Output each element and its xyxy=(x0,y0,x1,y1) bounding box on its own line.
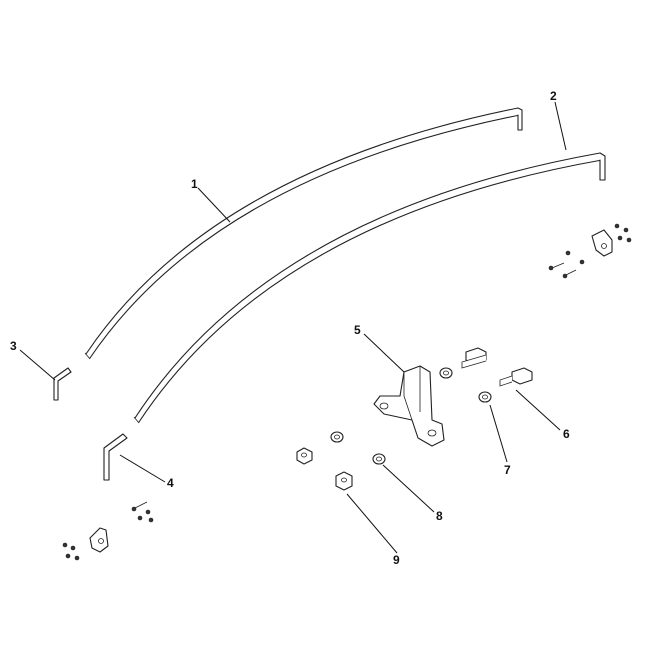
callout-9: 9 xyxy=(393,553,400,567)
part-9-nut xyxy=(335,471,353,491)
leader-2 xyxy=(554,101,567,151)
part-2-lower-rod xyxy=(133,152,606,424)
part-1-upper-rod xyxy=(84,107,523,360)
leader-9 xyxy=(346,493,398,554)
leader-1 xyxy=(197,187,231,223)
leader-5 xyxy=(363,333,405,373)
callout-3: 3 xyxy=(10,339,17,353)
callout-7: 7 xyxy=(504,463,511,477)
part-3-elbow-connector xyxy=(53,367,72,401)
leader-3 xyxy=(19,349,56,381)
part-4-elbow-connector xyxy=(103,433,128,481)
part-5-bracket xyxy=(373,365,445,447)
washer-left-upper xyxy=(330,431,344,443)
callout-labels: 1 2 3 4 5 6 7 8 9 xyxy=(10,89,570,567)
leader-lines xyxy=(19,101,567,554)
callout-6: 6 xyxy=(563,427,570,441)
callout-1: 1 xyxy=(191,177,198,191)
callout-4: 4 xyxy=(167,476,174,490)
part-7-washer xyxy=(478,391,492,403)
callout-2: 2 xyxy=(550,89,557,103)
leader-4 xyxy=(119,454,166,483)
leader-7 xyxy=(489,404,508,463)
part-8-lock-washer xyxy=(372,453,386,465)
upper-bolt xyxy=(439,347,487,379)
callout-8: 8 xyxy=(436,509,443,523)
nut-left xyxy=(296,447,313,465)
right-mount-hardware xyxy=(548,223,632,279)
left-mount-hardware xyxy=(62,501,154,561)
leader-8 xyxy=(382,464,435,513)
part-6-bolt xyxy=(499,367,533,387)
callout-5: 5 xyxy=(354,323,361,337)
leader-6 xyxy=(515,389,561,431)
